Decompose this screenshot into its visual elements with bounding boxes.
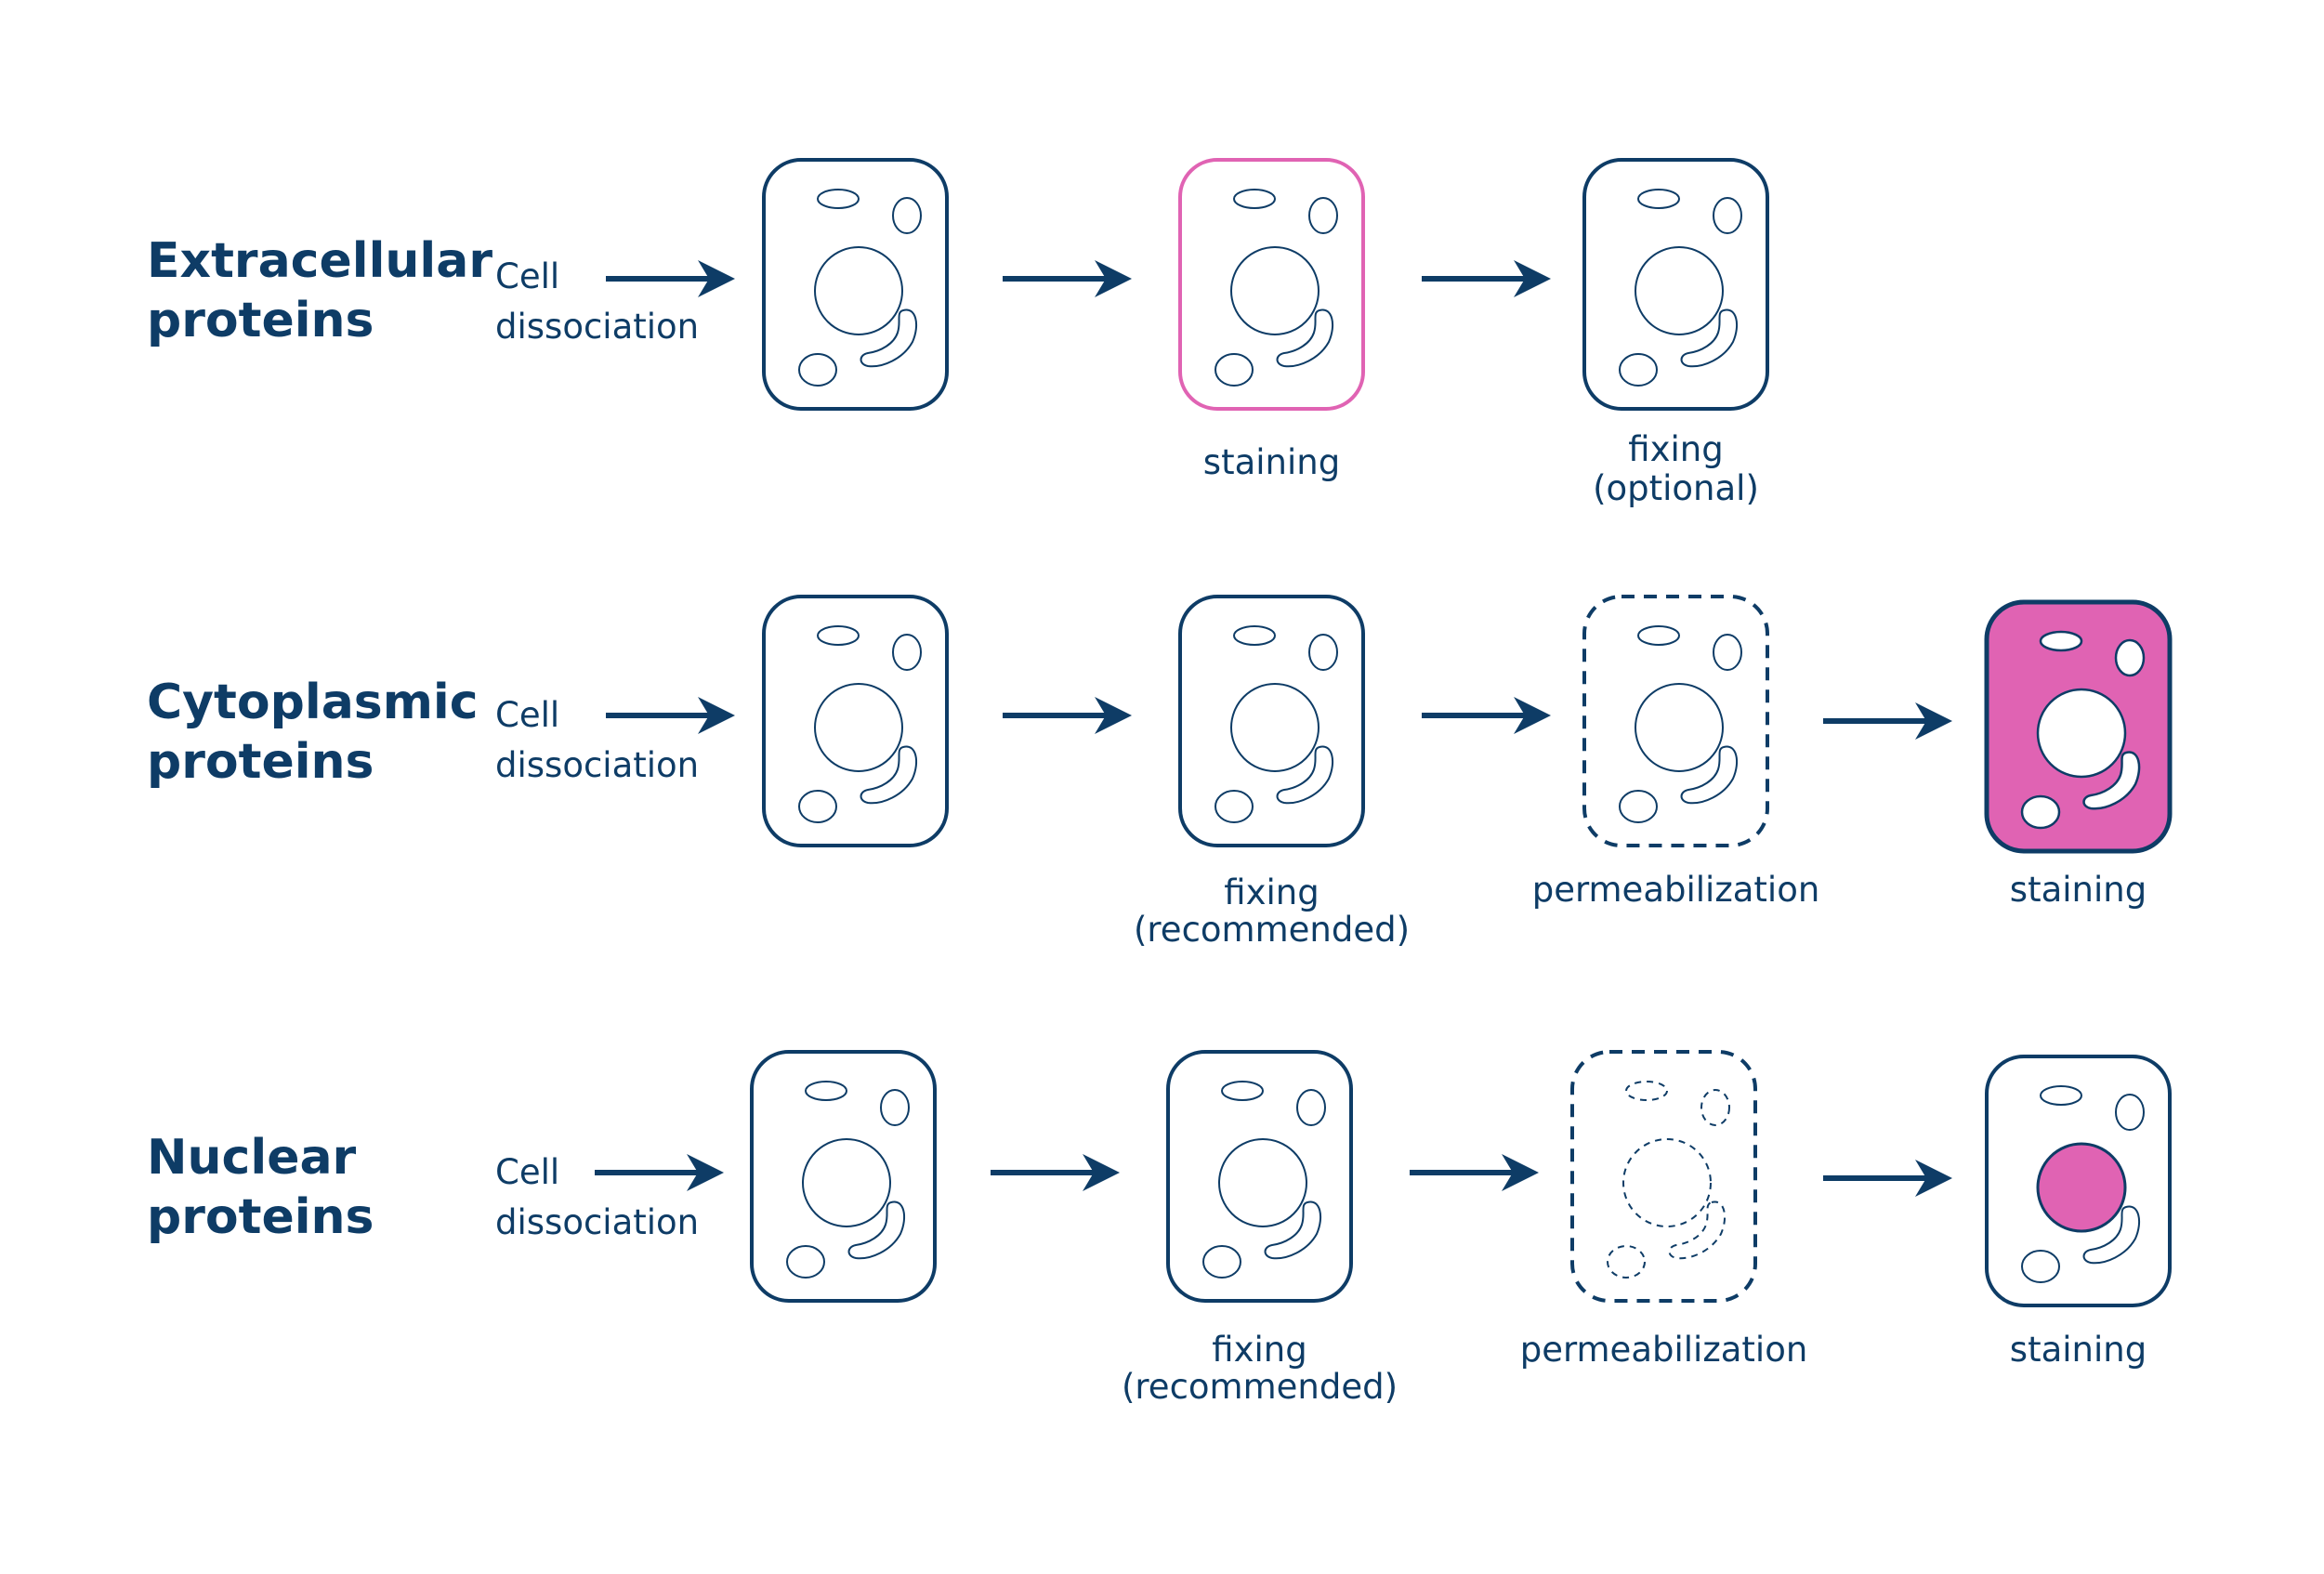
step-label-3-3-line-1: permeabilization [1520,1330,1808,1370]
nucleus [1218,1138,1307,1227]
vesicle-top [805,1081,847,1101]
vesicle-right [2114,638,2146,677]
vesicle-top [1233,189,1276,209]
cell-1-1 [762,158,949,411]
start-label-1-line-1: Cell [495,256,559,296]
vesicle-top [1637,189,1680,209]
nucleus [1622,1138,1712,1227]
cell-1-3 [1582,158,1769,411]
vesicle-bottom [1215,353,1254,387]
cell-2-4 [1984,599,2173,854]
cell-3-3 [1570,1050,1757,1303]
step-label-2-2-line-2: (recommended) [1134,910,1410,950]
vesicle-right [892,197,922,234]
nucleus [2036,1142,2127,1233]
vesicle-right [2115,1094,2145,1131]
vesicle-top [1221,1081,1264,1101]
mitochondrion [1276,745,1334,805]
row-title-3-line-2: proteins [147,1189,374,1245]
step-label-2-2-line-1: fixing [1224,872,1319,912]
cell-1-2 [1178,158,1365,411]
nucleus [1635,683,1724,772]
vesicle-right [1308,197,1338,234]
vesicle-top [817,189,860,209]
vesicle-top [817,625,860,646]
mitochondrion [1680,308,1739,368]
vesicle-right [1713,197,1742,234]
vesicle-bottom [1215,790,1254,823]
step-label-2-4-line-1: staining [2010,870,2147,910]
row-title-2-line-2: proteins [147,734,374,790]
vesicle-right [1296,1089,1326,1126]
step-label-1-3-line-1: fixing [1628,429,1723,469]
vesicle-bottom [2020,794,2061,830]
cell-2-2 [1178,595,1365,847]
start-label-2-line-1: Cell [495,695,559,735]
nucleus [1230,246,1320,335]
vesicle-bottom [1202,1245,1241,1279]
vesicle-top [2040,1085,2082,1106]
vesicle-bottom [2021,1250,2060,1283]
row-title-1-line-1: Extracellular [147,233,492,289]
mitochondrion [2082,751,2141,810]
vesicle-bottom [1619,353,1658,387]
cell-3-1 [750,1050,937,1303]
step-label-3-2-line-2: (recommended) [1122,1367,1398,1407]
vesicle-bottom [798,353,837,387]
vesicle-right [1713,634,1742,671]
row-title-1-line-2: proteins [147,293,374,348]
mitochondrion [1264,1200,1322,1260]
step-label-3-4-line-1: staining [2010,1330,2147,1370]
vesicle-right [1700,1089,1730,1126]
cell-2-1 [762,595,949,847]
nucleus [802,1138,891,1227]
vesicle-top [1625,1081,1668,1101]
vesicle-top [1233,625,1276,646]
vesicle-top [1637,625,1680,646]
mitochondrion [860,308,918,368]
vesicle-bottom [786,1245,825,1279]
step-label-2-3-line-1: permeabilization [1532,870,1820,910]
mitochondrion [1668,1200,1727,1260]
vesicle-bottom [1607,1245,1646,1279]
nucleus [1635,246,1724,335]
row-title-2-line-1: Cytoplasmic [147,675,479,730]
mitochondrion [860,745,918,805]
step-label-1-3-line-2: (optional) [1593,468,1759,508]
mitochondrion [1276,308,1334,368]
nucleus [814,683,903,772]
nucleus [1230,683,1320,772]
vesicle-right [1308,634,1338,671]
vesicle-bottom [1619,790,1658,823]
step-label-3-2-line-1: fixing [1212,1330,1306,1370]
mitochondrion [847,1200,906,1260]
cell-2-3 [1582,595,1769,847]
mitochondrion [2082,1205,2141,1265]
start-label-1-line-2: dissociation [495,307,699,347]
vesicle-right [892,634,922,671]
vesicle-right [880,1089,910,1126]
cell-3-4 [1985,1055,2172,1307]
nucleus [2036,688,2127,779]
start-label-3-line-1: Cell [495,1152,559,1192]
cell-3-2 [1166,1050,1353,1303]
step-label-1-2-line-1: staining [1203,442,1340,482]
start-label-2-line-2: dissociation [495,745,699,785]
row-title-3-line-1: Nuclear [147,1130,357,1186]
vesicle-bottom [798,790,837,823]
start-label-3-line-2: dissociation [495,1202,699,1242]
mitochondrion [1680,745,1739,805]
vesicle-top [2039,630,2083,652]
nucleus [814,246,903,335]
